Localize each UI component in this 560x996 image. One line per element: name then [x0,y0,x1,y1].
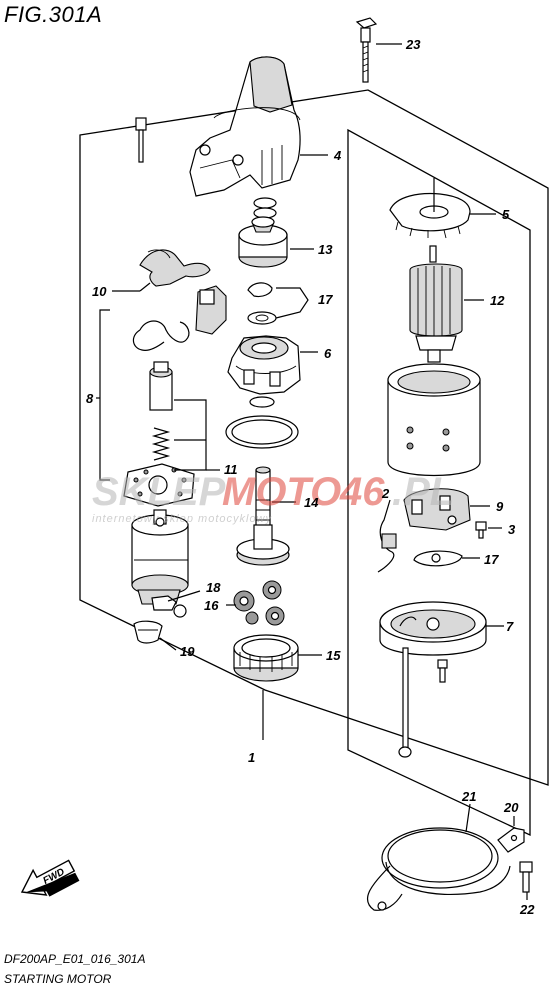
eclip-17 [247,282,277,325]
gasket-plate [123,463,195,507]
bolt-22 [519,861,533,893]
housing-bolt [135,117,147,163]
shaft-14 [236,466,290,566]
callout-19: 19 [180,644,195,659]
terminal-18 [151,595,187,618]
fwd-arrow: FWD [20,859,80,897]
screw-3 [475,521,487,539]
plate-5 [389,192,471,239]
watermark-part2: MOTO [222,470,341,514]
callout-2: 2 [381,486,390,501]
band-21 [367,827,511,911]
callout-7: 7 [506,619,514,634]
sub-assembly-frame [347,128,531,837]
callout-5: 5 [502,207,510,222]
spring [151,427,171,461]
callout-14: 14 [304,495,319,510]
leader-17a [275,287,309,319]
brush-holder-9 [403,488,471,531]
ring-gear-15 [233,634,299,682]
callout-11: 11 [224,462,238,477]
gears-16 [233,580,285,626]
callout-15: 15 [326,648,341,663]
pinion-13 [238,197,288,268]
wire-2 [377,499,395,573]
figure-title: FIG.301A [4,2,103,27]
callout-8: 8 [86,391,94,406]
callout-23: 23 [405,37,421,52]
wire-2-terminal [381,533,397,549]
callout-6: 6 [324,346,332,361]
washer-small [249,396,275,408]
callout-12: 12 [490,293,505,308]
plunger-holder [195,285,227,335]
through-bolt [398,647,412,758]
watermark-suffix: .PL [392,470,454,514]
bracket-8 [99,309,110,481]
small-screw [437,659,448,683]
callout-13: 13 [318,242,333,257]
leader-10b [139,282,151,292]
assembly-frame [79,89,549,786]
bolt-23 [355,17,378,83]
callout-22: 22 [519,902,535,917]
carrier-6 [227,335,301,395]
clamp-20 [497,827,525,853]
bracket-11 [174,399,207,471]
armature-12 [409,245,463,363]
callout-18: 18 [206,580,221,595]
leader-21 [465,803,471,833]
callout-1: 1 [248,750,255,765]
yoke [387,363,481,477]
watermark-part1: SKLEP [92,470,226,514]
leader-18 [167,590,201,602]
end-cover-7 [379,601,487,656]
callout-3: 3 [508,522,516,537]
watermark: SKLEP MOTO 46 .PL internetowy sklep moto… [92,470,454,525]
clip-19 [133,620,163,644]
callout-4: 4 [333,148,342,163]
lever-10 [139,249,211,287]
watermark-part3: 46 [339,470,385,514]
callout-20: 20 [503,800,519,815]
callout-17-top: 17 [318,292,333,307]
callout-16: 16 [204,598,219,613]
leader-19 [159,637,177,651]
housing-4 [189,56,301,197]
callout-10: 10 [92,284,107,299]
callout-17-bottom: 17 [484,552,499,567]
gasket-ring [225,415,299,449]
callout-21: 21 [461,789,476,804]
wire-spring [132,320,190,351]
plate-17 [413,550,463,567]
figure-code: DF200AP_E01_016_301A [4,952,146,966]
plunger [149,361,173,411]
watermark-tagline: internetowy sklep motocyklowy [92,513,273,525]
callout-9: 9 [496,499,504,514]
figure-name: STARTING MOTOR [4,972,112,986]
